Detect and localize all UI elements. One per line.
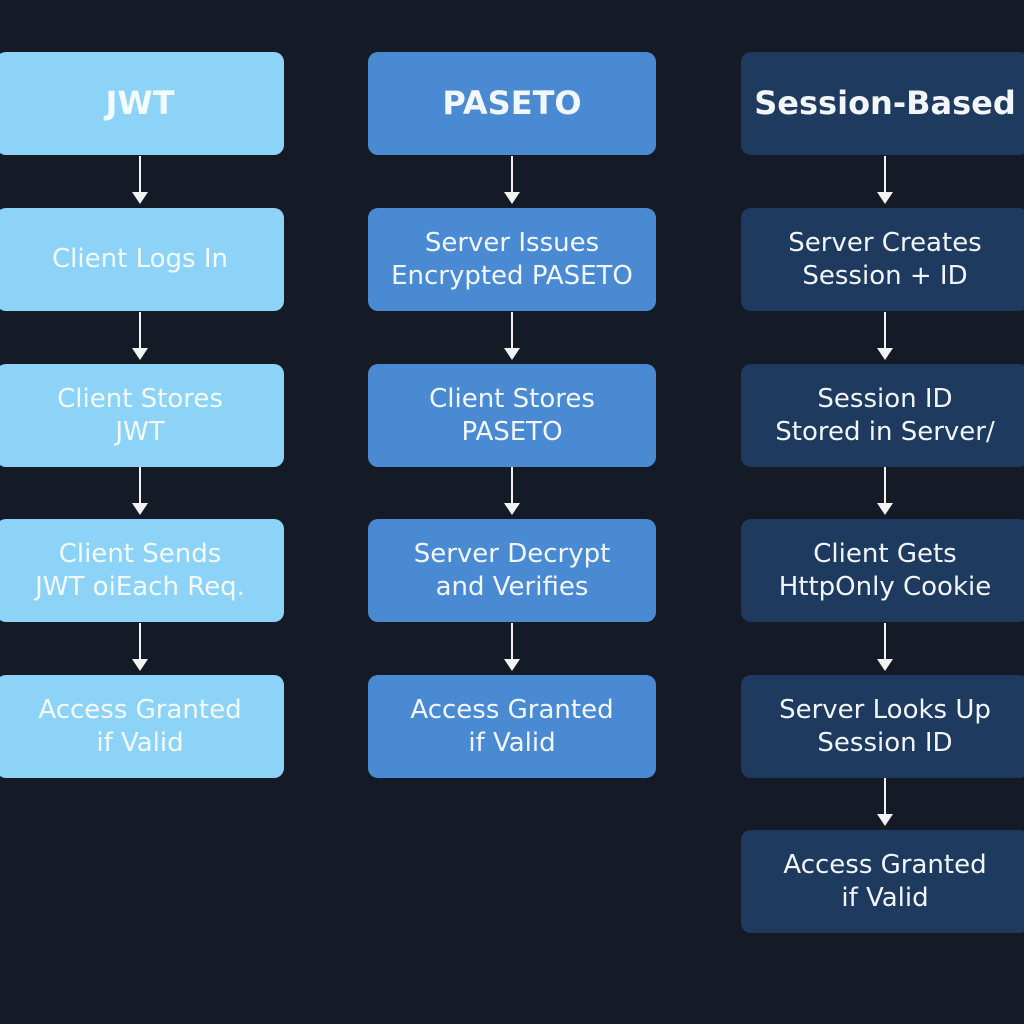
session-title: Session-Based	[754, 84, 1016, 122]
step-label: if Valid	[841, 882, 929, 913]
step-label: Client Stores	[57, 383, 223, 414]
step-label: Stored in Server/	[775, 416, 995, 447]
step-label: Server Issues	[424, 227, 600, 258]
step-label: Client Gets	[813, 538, 957, 569]
jwt-column: JWT Client Logs In Client Stores JWT Cli…	[0, 0, 284, 1024]
step-label: Server Decrypt	[413, 538, 611, 569]
step-label: if Valid	[96, 727, 184, 758]
session-step-3: Client Gets HttpOnly Cookie	[741, 519, 1024, 622]
paseto-title: PASETO	[442, 84, 582, 122]
jwt-step-2: Client Stores JWT	[0, 364, 284, 467]
step-label: Session + ID	[802, 260, 968, 291]
session-column: Session-Based Server Creates Session + I…	[741, 0, 1024, 1024]
step-label: PASETO	[461, 416, 563, 447]
step-label: Encrypted PASETO	[391, 260, 633, 291]
jwt-step-4: Access Granted if Valid	[0, 675, 284, 778]
step-label: JWT oiEach Req.	[35, 571, 245, 602]
jwt-step-3: Client Sends JWT oiEach Req.	[0, 519, 284, 622]
step-label: if Valid	[468, 727, 556, 758]
paseto-header: PASETO	[368, 52, 656, 155]
step-label: Session ID	[817, 727, 953, 758]
step-label: Access Granted	[410, 694, 614, 725]
jwt-step-1: Client Logs In	[0, 208, 284, 311]
paseto-column: PASETO Server Issues Encrypted PASETO Cl…	[368, 0, 656, 1024]
jwt-title: JWT	[105, 84, 175, 122]
step-label: Server Creates	[788, 227, 982, 258]
step-label: Access Granted	[38, 694, 242, 725]
session-step-4: Server Looks Up Session ID	[741, 675, 1024, 778]
jwt-header: JWT	[0, 52, 284, 155]
session-step-2: Session ID Stored in Server/	[741, 364, 1024, 467]
step-label: JWT	[115, 416, 165, 447]
step-label: Client Sends	[58, 538, 222, 569]
paseto-step-3: Server Decrypt and Verifies	[368, 519, 656, 622]
session-step-1: Server Creates Session + ID	[741, 208, 1024, 311]
paseto-step-4: Access Granted if Valid	[368, 675, 656, 778]
session-step-5: Access Granted if Valid	[741, 830, 1024, 933]
session-header: Session-Based	[741, 52, 1024, 155]
paseto-step-1: Server Issues Encrypted PASETO	[368, 208, 656, 311]
step-label: HttpOnly Cookie	[778, 571, 992, 602]
step-label: Client Logs In	[52, 244, 228, 274]
step-label: Session ID	[817, 383, 953, 414]
step-label: and Verifies	[435, 571, 589, 602]
step-label: Client Stores	[429, 383, 595, 414]
step-label: Server Looks Up	[779, 694, 991, 725]
paseto-step-2: Client Stores PASETO	[368, 364, 656, 467]
step-label: Access Granted	[783, 849, 987, 880]
